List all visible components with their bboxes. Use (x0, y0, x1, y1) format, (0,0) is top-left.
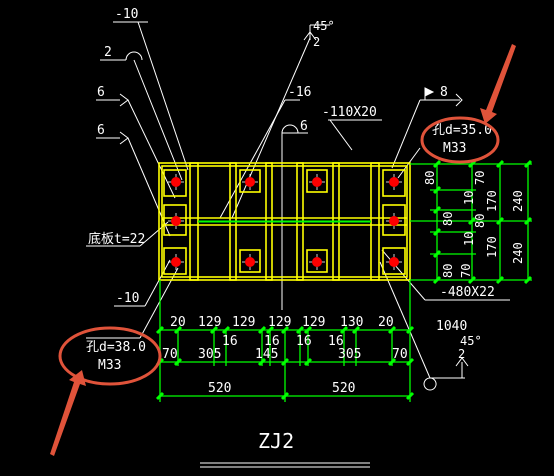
label-length-1040: 1040 (436, 319, 467, 334)
bolt-hole (386, 174, 402, 190)
dim-right-inner-1: 70 (473, 171, 487, 185)
hole-top-right-line1: 孔d=35.0 (432, 123, 492, 138)
dim-row1-5: 130 (340, 315, 363, 330)
dim-right-mid-1: 170 (485, 236, 499, 258)
leader-lines (86, 21, 510, 468)
label-plate-bottom-left: -10 (116, 291, 139, 306)
bolt-hole (386, 213, 402, 229)
arrow-bottom-left (50, 370, 86, 456)
drawing-title: ZJ2 (258, 429, 294, 453)
dim-row2-3: 16 (328, 334, 344, 349)
right-dimension-text: 80 70 10 80 10 80 70 80 170 170 240 240 (423, 171, 525, 278)
dim-right-inner-5: 80 (473, 214, 487, 228)
bolt-hole (386, 254, 402, 270)
dim-row2-1: 16 (264, 334, 280, 349)
label-angle-top-2: 2 (313, 35, 320, 49)
label-base-plate: 底板t=22 (88, 231, 145, 247)
dim-right-inner-4: 10 (462, 232, 476, 246)
label-weld-8: 8 (440, 85, 448, 100)
dim-row3-0: 70 (162, 347, 178, 362)
dim-row1-6: 20 (378, 315, 394, 330)
dim-row1-1: 129 (198, 315, 221, 330)
dim-row2-0: 16 (222, 334, 238, 349)
dim-row3-3: 305 (338, 347, 361, 362)
dim-row3-4: 70 (392, 347, 408, 362)
bolt-hole (168, 174, 184, 190)
hole-top-right-line2: M33 (443, 141, 466, 156)
label-angle-top: 45° (313, 19, 335, 33)
dim-row1-0: 20 (170, 315, 186, 330)
label-plate-top-left: -10 (115, 7, 138, 22)
hole-bottom-left-line2: M33 (98, 358, 121, 373)
bolt-hole (309, 174, 325, 190)
bolt-group (168, 174, 402, 270)
dim-row1-2: 129 (232, 315, 255, 330)
dim-row1-3: 129 (268, 315, 291, 330)
dim-row3-1: 305 (198, 347, 221, 362)
hole-bottom-left-line1: 孔d=38.0 (86, 340, 146, 355)
dim-row4-1: 520 (332, 381, 355, 396)
highlight-annotations (50, 44, 516, 456)
arrow-top-right (480, 44, 516, 124)
dim-right-inner-7: 80 (441, 264, 455, 278)
dim-right-inner-6: 70 (459, 264, 473, 278)
dim-right-inner-2: 10 (462, 191, 476, 205)
dim-row3-2: 145 (255, 347, 278, 362)
dim-row4-0: 520 (208, 381, 231, 396)
label-weld-6b: 6 (97, 123, 105, 138)
dim-right-inner-0: 80 (423, 171, 437, 185)
dim-row2-2: 16 (296, 334, 312, 349)
label-plate-110: -110X20 (322, 105, 377, 120)
dim-right-outer-0: 240 (511, 190, 525, 212)
text-labels: -10 2 6 6 45° 2 -16 6 -110X20 8 底板t=22 -… (86, 7, 525, 453)
label-weld-2: 2 (104, 45, 112, 60)
label-weld-6c: 6 (300, 119, 308, 134)
bolt-hole (168, 213, 184, 229)
label-weld-6a: 6 (97, 85, 105, 100)
label-angle-bottom-2: 2 (458, 347, 465, 361)
dim-row1-4: 129 (302, 315, 325, 330)
label-angle-bottom: 45° (460, 334, 482, 348)
bolt-hole (242, 174, 258, 190)
highlight-ellipse-bottom-left (58, 326, 162, 386)
label-plate-480: -480X22 (440, 285, 495, 300)
label-rib-16: -16 (288, 85, 311, 100)
dim-right-inner-3: 80 (441, 212, 455, 226)
bolt-hole (309, 254, 325, 270)
dim-right-outer-1: 240 (511, 242, 525, 264)
highlight-ellipse-top-right (420, 116, 500, 164)
dimension-lines (159, 163, 532, 402)
dim-right-mid-0: 170 (485, 190, 499, 212)
bolt-hole (168, 254, 184, 270)
bolt-hole (242, 254, 258, 270)
